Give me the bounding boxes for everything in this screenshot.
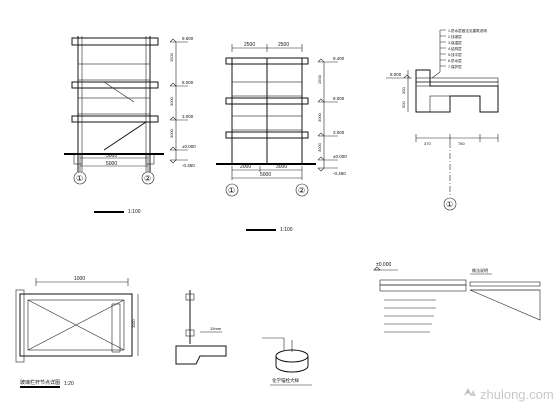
slab-section (175, 345, 227, 365)
dim-text: 2000 (240, 164, 251, 170)
height-dim: 1500 (317, 74, 322, 84)
axis-label: ① (76, 174, 83, 183)
level-label: 3.000 (333, 130, 345, 135)
level-label: 9.600 (182, 36, 194, 41)
axis-bubble (225, 183, 239, 197)
height-dim: 1500 (169, 52, 174, 62)
scale-label: 1:100 (280, 227, 293, 233)
axis-bubble (141, 171, 155, 185)
level-marks: 9.400 8.000 3.000 ±0.000 -0.450 1500 300… (317, 56, 347, 176)
dim-text: 3000 (276, 164, 287, 170)
level-label: 8.000 (182, 80, 194, 85)
level-label: 8.000 (333, 96, 345, 101)
level-label: 3.000 (182, 114, 194, 119)
anchor-body (275, 356, 309, 373)
railing-post (15, 289, 25, 363)
axis-bubble (443, 197, 457, 211)
dim-text: 300 (401, 87, 406, 94)
detail-title: 化学锚栓大样 (272, 377, 299, 384)
footing-left (73, 153, 83, 165)
dim-text: 15mm (210, 326, 222, 331)
scale-label: 1:20 (64, 381, 74, 387)
level-label: -0.450 (182, 163, 195, 168)
glass-railing-lower (77, 97, 151, 115)
roof-beam-section (415, 69, 499, 113)
detail-title: 玻璃栏杆节点详图 (20, 379, 60, 386)
floor-layer (469, 281, 541, 287)
footing-right (145, 153, 155, 165)
note-text: 3.保温层 (448, 40, 462, 45)
floor-slab-1 (71, 115, 159, 123)
axis-label: ① (228, 186, 235, 195)
glass-railing-lower (231, 115, 303, 131)
railing-frame (19, 293, 133, 357)
elevation-a: 9.600 8.000 3.000 ±0.000 -0.450 1500 300… (64, 36, 196, 215)
height-dim: 3000 (317, 142, 322, 152)
beam-void (429, 95, 451, 113)
roof-layer (415, 81, 499, 87)
level-label: ±0.000 (376, 262, 391, 268)
layer-leaders (384, 299, 436, 333)
axis-label: ① (446, 200, 453, 209)
glass-diagonal (27, 299, 125, 351)
glass-railing-upper (231, 81, 303, 97)
note-text: 2.找坡层 (448, 34, 462, 39)
floor-layer (379, 279, 467, 286)
dim-text: 760 (458, 141, 465, 146)
stair-flight-upper (103, 81, 135, 103)
watermark: zhulong.com (464, 387, 554, 402)
dim-text: 5000 (106, 161, 117, 167)
height-dim: 3000 (169, 128, 174, 138)
floor-layer (379, 284, 467, 292)
axis-bubble (73, 171, 87, 185)
note-text: 5.找平层 (448, 52, 462, 57)
dim-text: 370 (424, 141, 431, 146)
level-marks: 9.600 8.000 3.000 ±0.000 -0.450 1500 300… (169, 36, 196, 168)
note-text: 7.保护层 (448, 64, 462, 69)
level-label: ±0.000 (333, 154, 347, 159)
railing-detail: 1000 1100 玻璃栏杆节点详图 1:20 (15, 276, 139, 388)
floor-detail: ±0.000 做法说明 (373, 262, 541, 333)
dim-text: 5000 (106, 153, 117, 159)
roof-detail: 1.防水层做法见建筑说明 2.找坡层 3.保温层 4.结构层 5.找平层 6.防… (386, 28, 499, 211)
floor-slab-2 (71, 81, 159, 89)
level-label: -0.450 (333, 171, 346, 176)
dim-text: 2500 (244, 42, 255, 48)
roof-notes: 1.防水层做法见建筑说明 2.找坡层 3.保温层 4.结构层 5.找平层 6.防… (431, 28, 487, 79)
roof-slab (71, 37, 159, 46)
level-label: 8.000 (390, 72, 402, 77)
dim-text: 1000 (74, 276, 85, 282)
dim-text: 5000 (260, 172, 271, 178)
glass-panel (27, 299, 125, 351)
detail-label: 做法说明 (472, 267, 488, 273)
glass-railing-upper (77, 63, 151, 81)
axis-label: ② (144, 174, 151, 183)
note-text: 4.结构层 (448, 46, 462, 51)
axis-bubble (295, 183, 309, 197)
height-dim: 3000 (317, 112, 322, 122)
railing-post (111, 303, 121, 353)
bottom-dimensions: 5000 5000 (79, 153, 149, 168)
scale-label: 1:100 (128, 209, 141, 215)
dim-text: 2500 (278, 42, 289, 48)
note-text: 1.防水层做法见建筑说明 (448, 28, 487, 33)
anchor-detail: 化学锚栓大样 (262, 337, 312, 386)
stair-flight-lower (103, 121, 147, 151)
level-label: ±0.000 (182, 144, 196, 149)
axis-label: ② (298, 186, 305, 195)
height-dim: 3000 (169, 96, 174, 106)
section-detail: 15mm (175, 290, 227, 365)
roof-layer (415, 77, 499, 83)
note-text: 6.防水层 (448, 58, 462, 63)
elevation-b: 2500 2500 9.400 8.000 3.000 ±0.000 -0.45… (216, 42, 347, 233)
dim-text: 1100 (131, 319, 136, 328)
watermark-text: zhulong.com (480, 387, 554, 402)
dim-text: 500 (401, 101, 406, 108)
level-label: 9.400 (333, 56, 345, 61)
zhulong-logo-icon (464, 388, 476, 396)
